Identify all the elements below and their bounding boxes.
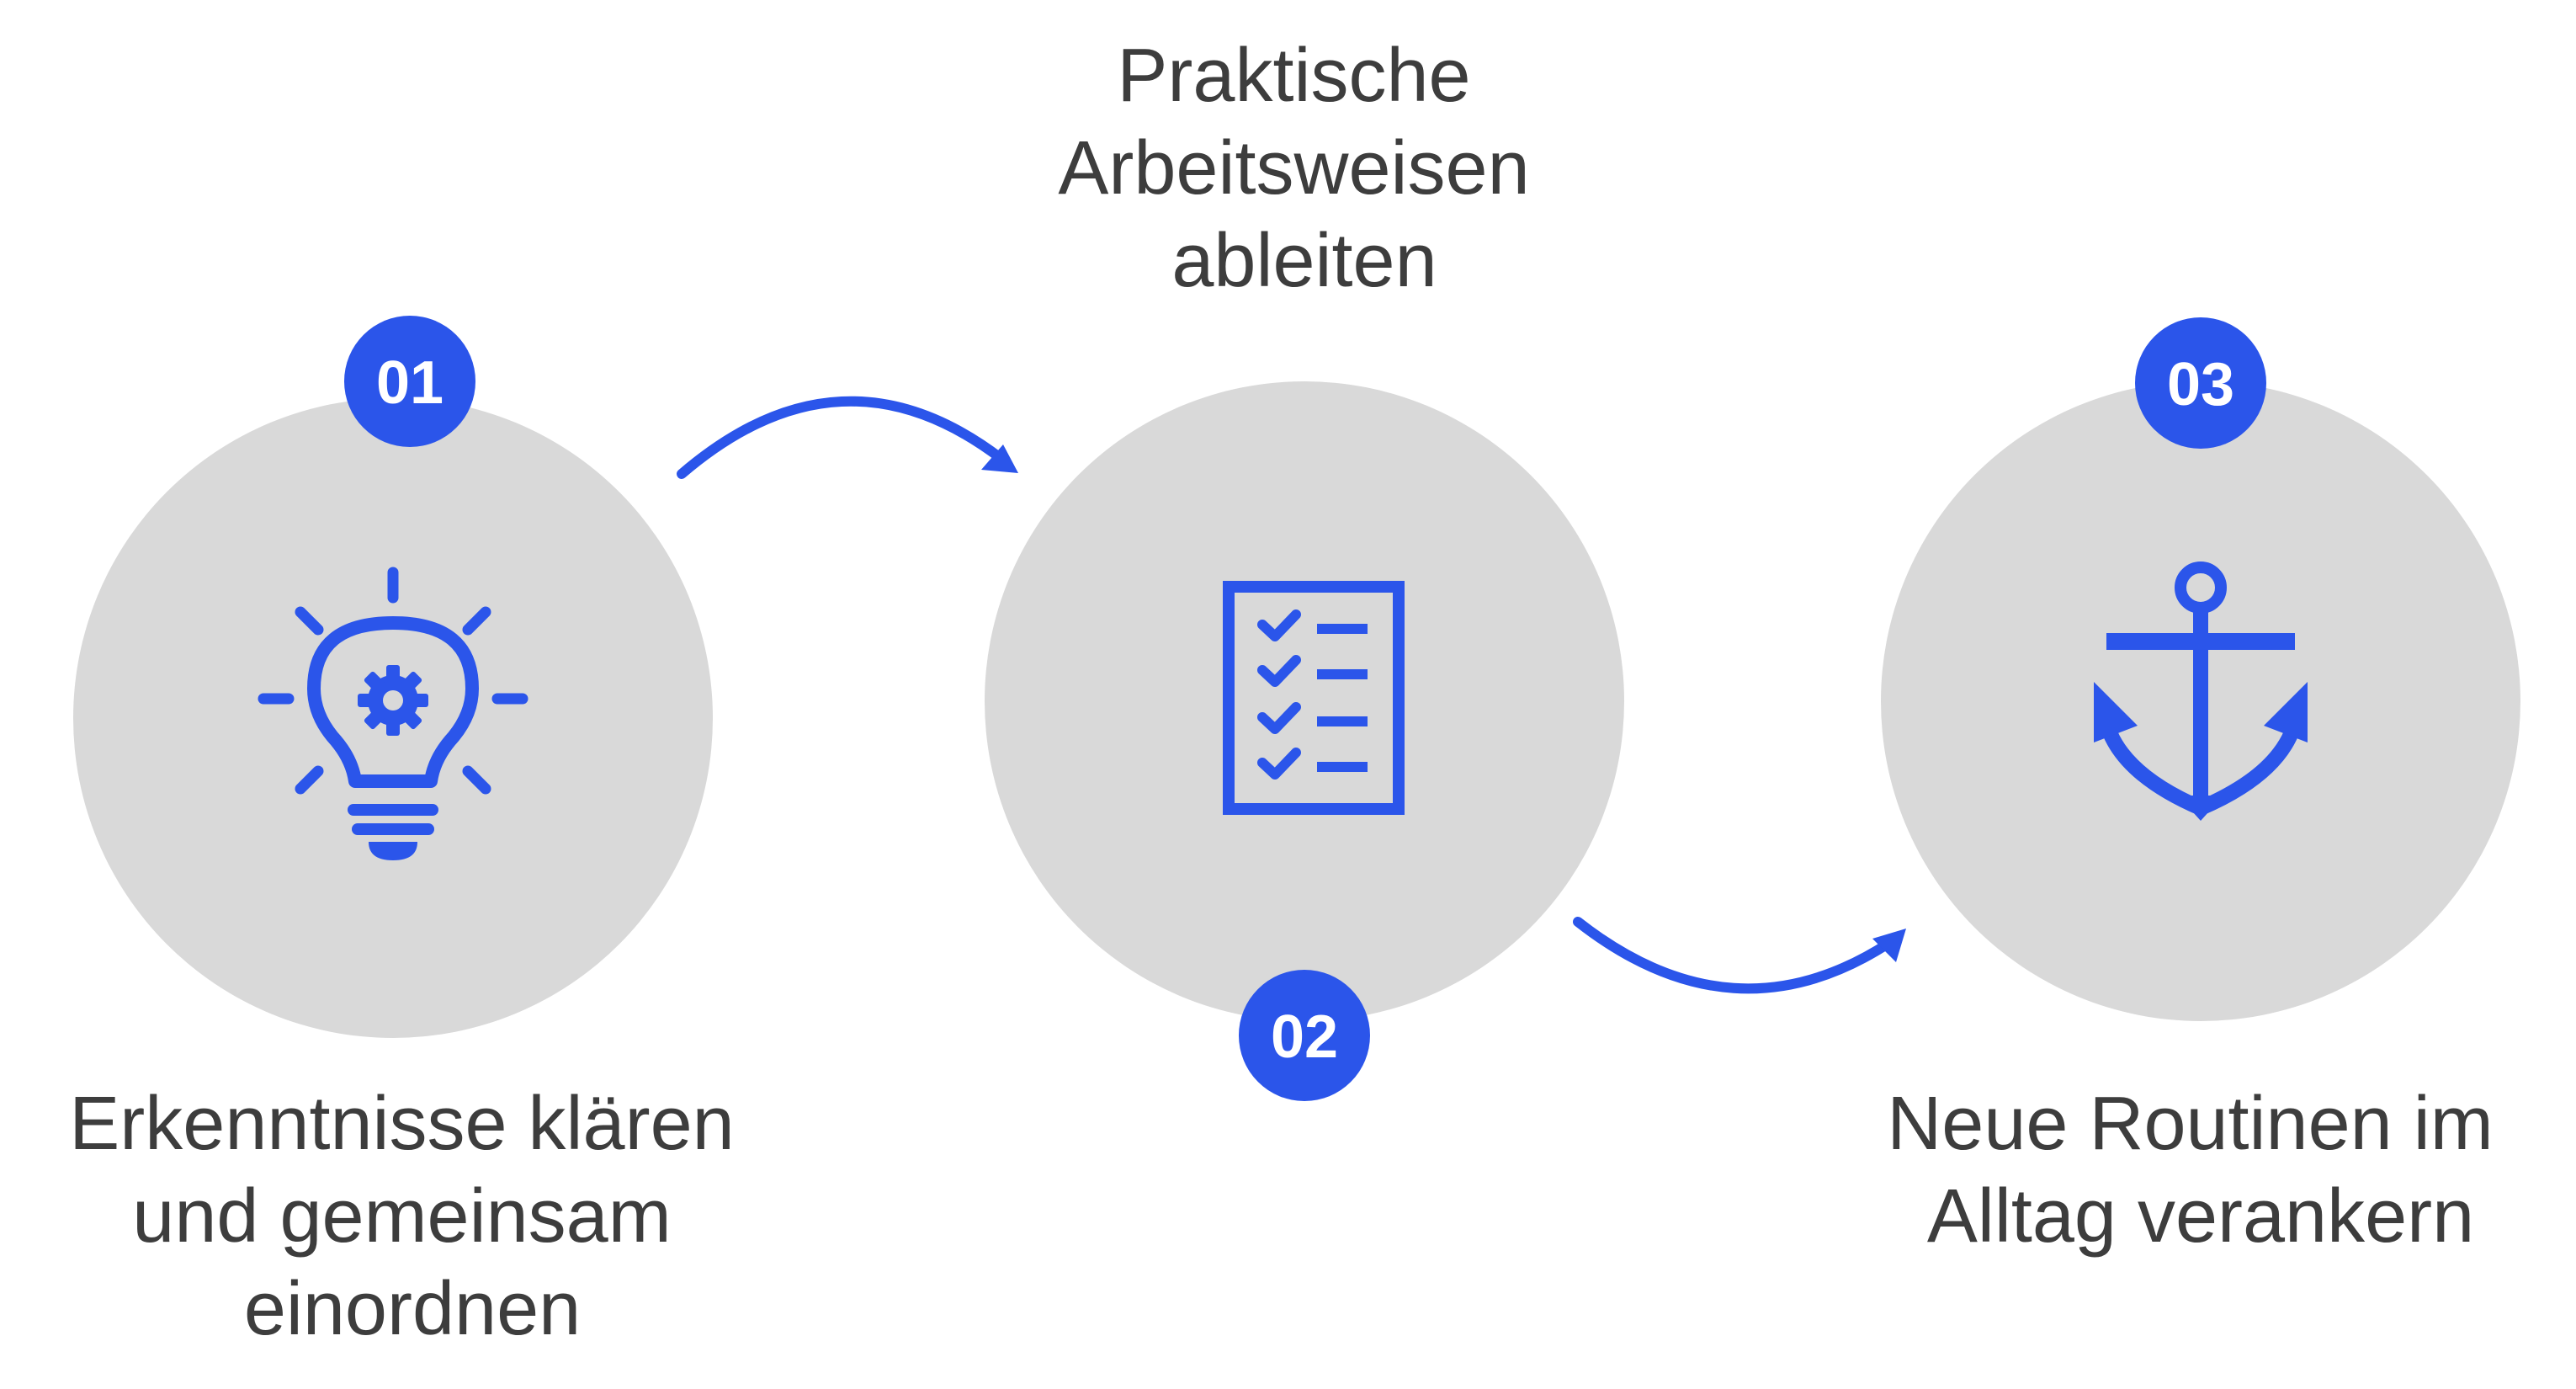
step-label: Neue Routinen im Alltag verankern [1887, 1082, 2514, 1259]
step-3: 03 Neue Routinen im Alltag verankern [1881, 317, 2520, 1259]
step-label-line: und gemeinsam [132, 1174, 671, 1259]
step-label-line: ableiten [1171, 219, 1437, 303]
step-1: 01 Erkenntnisse klären und gemeinsam ein… [69, 316, 755, 1351]
step-circle [985, 381, 1624, 1021]
step-number: 02 [1271, 1003, 1338, 1071]
step-label-line: einordnen [244, 1267, 581, 1351]
step-label-line: Neue Routinen im [1887, 1082, 2493, 1166]
arrow-1-to-2 [677, 396, 1018, 479]
step-number: 03 [2167, 351, 2234, 418]
arrow-2-to-3 [1573, 917, 1906, 994]
step-badge: 01 [344, 316, 475, 447]
step-badge: 03 [2135, 317, 2266, 449]
step-badge: 02 [1239, 970, 1370, 1101]
step-label: Erkenntnisse klären und gemeinsam einord… [69, 1082, 755, 1351]
lightbulb-gear-icon [258, 567, 528, 860]
step-2: 02 Praktische Arbeitsweisen ableiten [985, 34, 1624, 1101]
checklist-icon [1223, 581, 1405, 815]
step-label: Praktische Arbeitsweisen ableiten [1058, 34, 1550, 303]
step-label-line: Arbeitsweisen [1058, 126, 1529, 210]
step-number: 01 [376, 349, 443, 417]
step-label-line: Alltag verankern [1927, 1174, 2474, 1259]
step-label-line: Erkenntnisse klären [69, 1082, 734, 1166]
anchor-icon [2094, 561, 2308, 821]
step-label-line: Praktische [1117, 34, 1470, 118]
